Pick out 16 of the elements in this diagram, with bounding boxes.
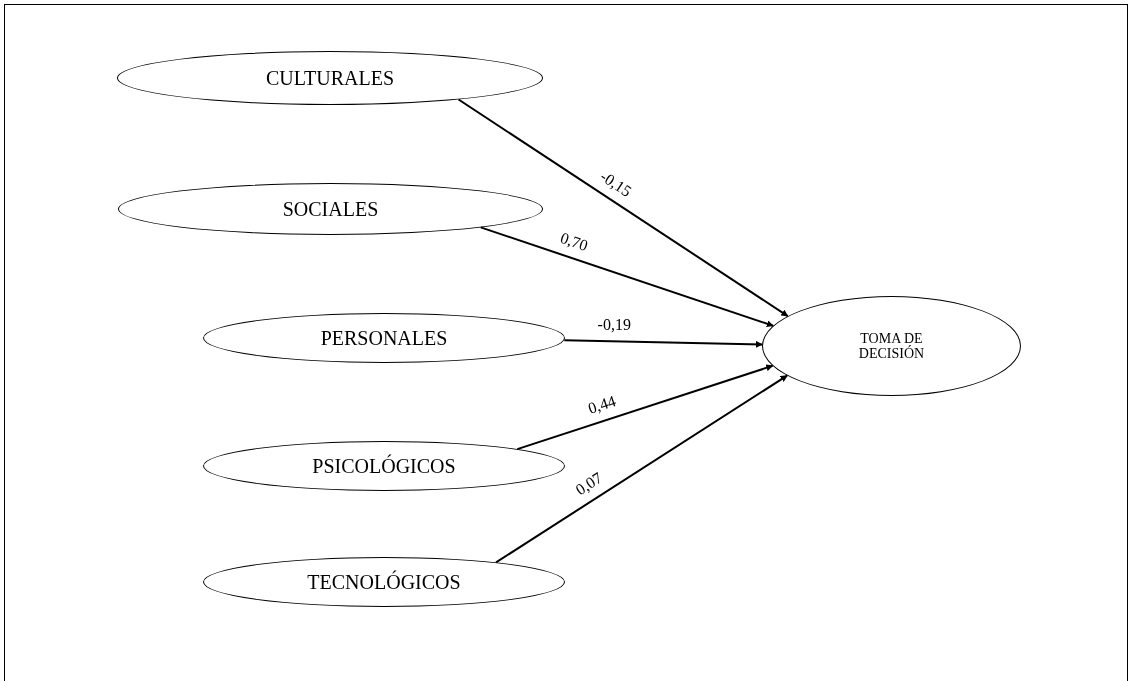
node-label: TECNOLÓGICOS — [307, 571, 461, 593]
edge-label: 0,44 — [585, 391, 618, 418]
arrow — [479, 226, 775, 328]
arrow — [516, 364, 774, 451]
arrow — [563, 339, 764, 348]
edge-label: -0,15 — [596, 166, 635, 201]
node-label: TOMA DE DECISIÓN — [857, 330, 926, 362]
edge-label: 0,70 — [557, 228, 590, 255]
node-label: PSICOLÓGICOS — [312, 455, 456, 477]
edge-label: -0,19 — [597, 316, 631, 335]
arrow — [457, 98, 789, 318]
arrow — [495, 374, 789, 564]
node-label: PERSONALES — [320, 327, 448, 349]
node-label: SOCIALES — [282, 198, 379, 220]
node-label: CULTURALES — [265, 67, 395, 89]
edge-label: 0,07 — [572, 468, 606, 499]
